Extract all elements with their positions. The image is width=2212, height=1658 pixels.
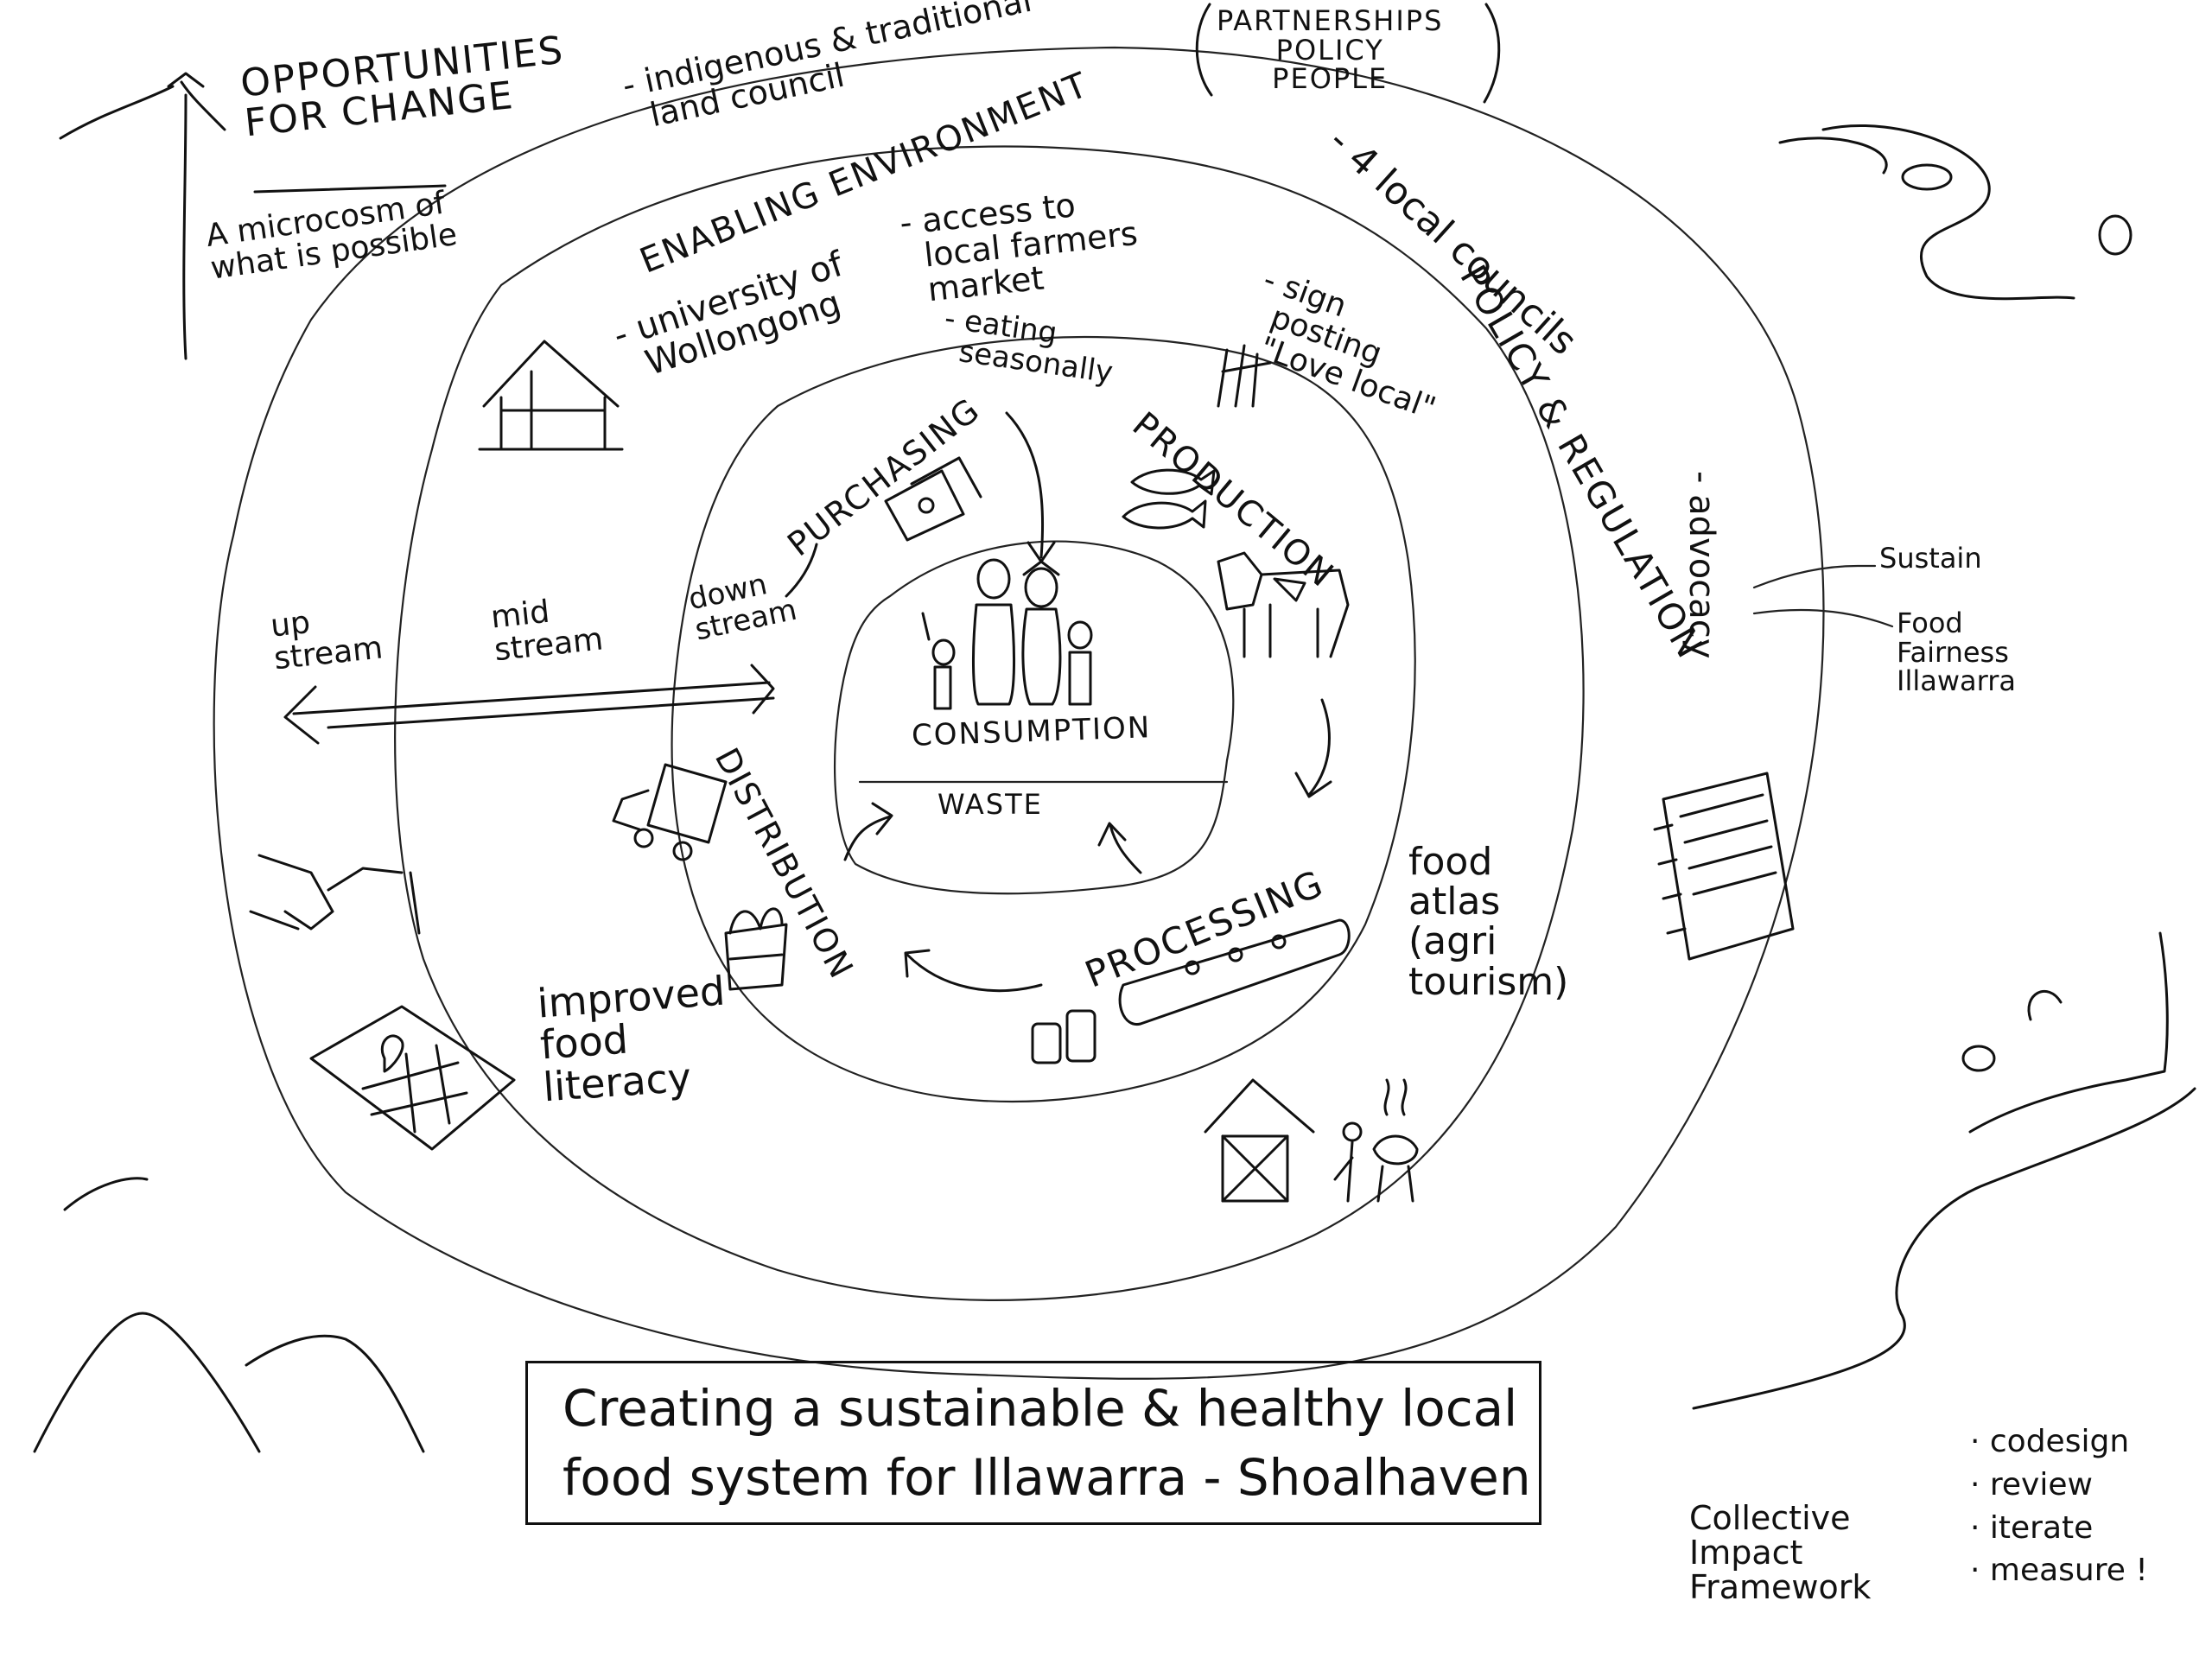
house-icon bbox=[478, 340, 624, 451]
partnerships-label: PARTNERSHIPS POLICY PEOPLE bbox=[1217, 4, 1444, 96]
cycle-arrow-left-head bbox=[904, 949, 931, 978]
stream-arrow-shaft-2 bbox=[327, 696, 775, 729]
fish-icon bbox=[1122, 468, 1216, 530]
upstream-label: up stream bbox=[269, 605, 385, 677]
title-line-2: food system for Illawarra - Shoalhaven bbox=[563, 1448, 1531, 1507]
food-fairness-note: Food Fairness Illawarra bbox=[1897, 607, 2016, 698]
truck-icon bbox=[612, 763, 728, 861]
cycle-arrow-left bbox=[906, 953, 1043, 993]
cow-icon bbox=[1217, 551, 1350, 658]
sustain-note: Sustain bbox=[1879, 542, 1982, 575]
framework-step: · review bbox=[1970, 1466, 2093, 1502]
notebook-icon bbox=[1653, 772, 1795, 961]
stream-arrow-right-head bbox=[750, 664, 775, 715]
purchasing-to-consumption-arrow bbox=[1005, 411, 1045, 559]
map-pin-icon bbox=[309, 1005, 516, 1151]
partnerships-bracket-right bbox=[1483, 3, 1501, 104]
midstream-label: mid stream bbox=[489, 594, 605, 669]
jars-icon bbox=[1031, 1009, 1096, 1064]
middle-ring bbox=[394, 145, 1585, 1301]
opportunities-underline bbox=[253, 184, 447, 194]
bbq-person-icon bbox=[1333, 1078, 1419, 1203]
conveyor-icon bbox=[1118, 918, 1351, 1026]
outer-ring bbox=[213, 46, 1825, 1380]
cash-card-icon bbox=[884, 456, 982, 542]
barn-icon bbox=[1204, 1078, 1315, 1203]
framework-steps: · codesign · review · iterate · measure … bbox=[1970, 1426, 2148, 1587]
sustain-leader bbox=[1752, 564, 1877, 589]
stream-arrow-shaft bbox=[292, 681, 771, 715]
downstream-arrow bbox=[785, 543, 818, 598]
market-stall-icon bbox=[724, 907, 788, 991]
cycle-arrow-to-waste-head bbox=[1097, 822, 1127, 847]
cycle-arrow-up-head bbox=[871, 802, 893, 835]
waste-label: WASTE bbox=[938, 788, 1043, 821]
river-icon bbox=[1692, 124, 2196, 1410]
core-ring bbox=[833, 540, 1235, 895]
food-atlas-note: food atlas (agri tourism) bbox=[1408, 840, 1569, 1004]
family-icon bbox=[921, 558, 1093, 710]
inner-ring bbox=[671, 335, 1416, 1103]
crops-icon bbox=[1217, 344, 1272, 408]
mountains-icon bbox=[33, 1177, 425, 1453]
partnerships-bracket-left bbox=[1195, 3, 1213, 97]
framework-label: Collective Impact Framework bbox=[1689, 1499, 1872, 1606]
advocacy-note: - advocacy bbox=[1681, 471, 1721, 659]
title-box: Creating a sustainable & healthy local f… bbox=[525, 1361, 1541, 1525]
framework-step: · measure ! bbox=[1970, 1553, 2148, 1589]
stream-arrow-left-head bbox=[283, 685, 320, 745]
title-line-1: Creating a sustainable & healthy local bbox=[563, 1379, 1518, 1438]
cycle-arrow-up bbox=[843, 815, 892, 861]
cycle-arrow-down bbox=[1307, 698, 1331, 797]
food-fairness-leader bbox=[1752, 608, 1894, 628]
cycle-arrow-down-head bbox=[1294, 772, 1332, 798]
framework-step: · codesign bbox=[1970, 1424, 2130, 1459]
handshake-icon bbox=[249, 854, 421, 935]
food-literacy-note: improved food literacy bbox=[536, 967, 727, 1110]
framework-step: · iterate bbox=[1970, 1509, 2094, 1546]
cycle-arrow-to-waste bbox=[1109, 823, 1142, 874]
arrow-up-icon bbox=[59, 72, 226, 360]
